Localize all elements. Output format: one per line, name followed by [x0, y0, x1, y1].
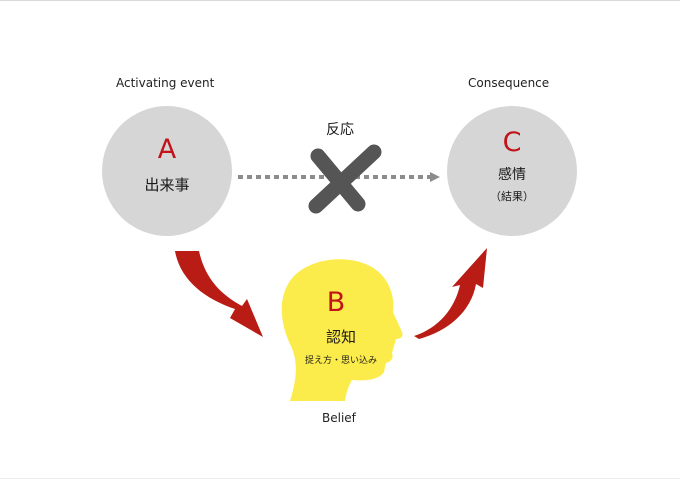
letter-a: A: [157, 134, 177, 165]
consequence-caption: Consequence: [468, 76, 550, 90]
cross-icon: [308, 144, 382, 214]
belief-title: 認知: [325, 328, 356, 346]
event-c-title: 感情: [498, 167, 526, 183]
arrow-b-to-c: [414, 248, 487, 339]
belief-caption: Belief: [322, 411, 356, 425]
event-c-circle: [447, 106, 577, 236]
top-border: [0, 0, 680, 1]
belief-subtitle: 捉え方・思い込み: [304, 356, 377, 366]
arrow-a-to-b: [175, 251, 263, 337]
event-a-circle: [102, 106, 232, 236]
event-c-subtitle: （結果）: [490, 190, 534, 203]
activating-event-caption: Activating event: [116, 76, 215, 90]
reaction-label: 反応: [326, 122, 354, 138]
event-a-title: 出来事: [144, 176, 190, 194]
letter-c: C: [502, 127, 522, 158]
letter-b: B: [326, 287, 346, 318]
head-silhouette: [281, 259, 403, 401]
bottom-border: [0, 478, 680, 479]
